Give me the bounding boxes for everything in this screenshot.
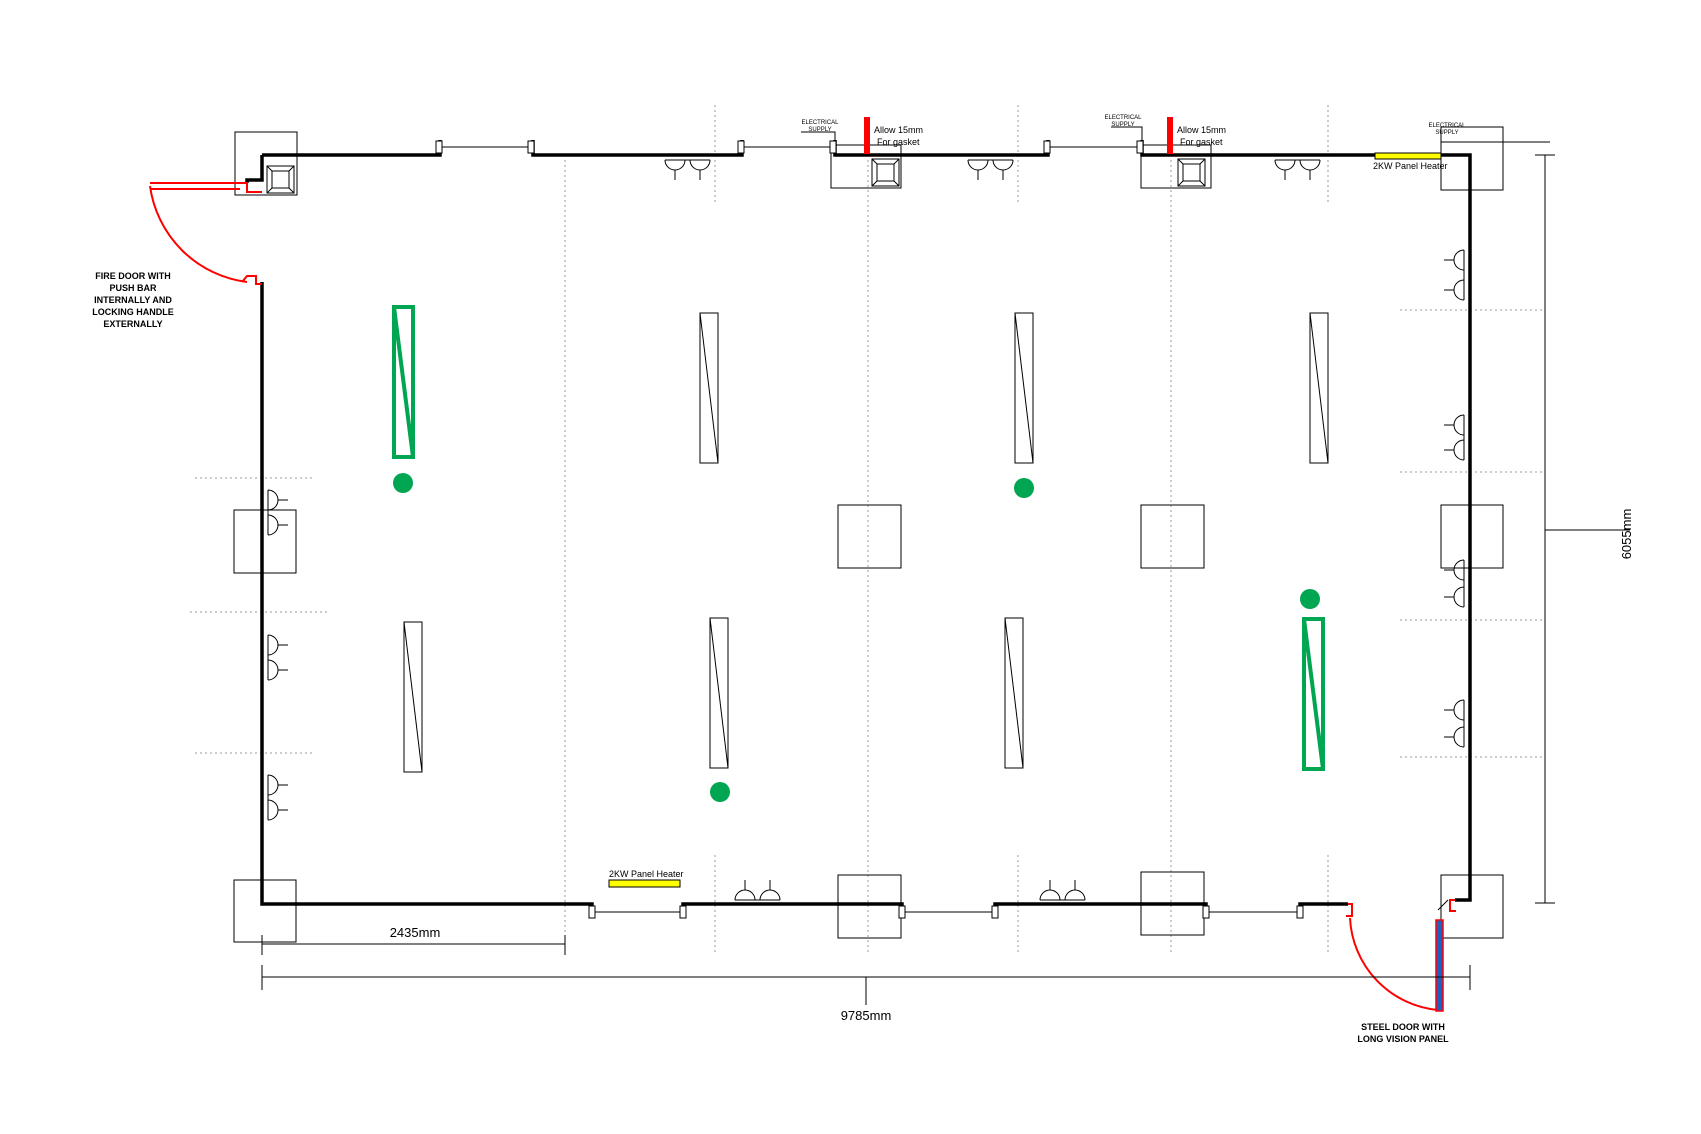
electrical-supply-label-3b: SUPPLY <box>1435 130 1458 136</box>
dimension-lines <box>261 141 1630 1005</box>
panel-heater-label-top: 2KW Panel Heater <box>1373 161 1448 171</box>
corner-posts <box>233 126 1504 943</box>
emergency-strip-light-icon <box>392 305 1325 771</box>
fire-door-label-4: LOCKING HANDLE <box>92 307 174 317</box>
electrical-supply-label-1b: SUPPLY <box>808 127 831 133</box>
gasket-marker <box>864 117 1173 154</box>
fire-door-label-3: INTERNALLY AND <box>94 295 172 305</box>
gasket-label-1a: Allow 15mm <box>874 125 923 135</box>
fire-door <box>149 182 262 285</box>
panel-heater-label-bottom: 2KW Panel Heater <box>609 869 684 879</box>
extractor-fan-icon <box>266 158 1206 194</box>
overall-depth-dimension: 6055mm <box>1619 509 1634 560</box>
module-grid <box>190 105 1545 955</box>
double-socket-icon <box>267 159 1465 901</box>
strip-light-icon <box>403 312 1329 773</box>
steel-door-label-1: STEEL DOOR WITH <box>1361 1022 1445 1032</box>
window-icon <box>435 140 1304 919</box>
module-width-dimension: 2435mm <box>390 925 441 940</box>
gasket-label-2b: For gasket <box>1180 137 1223 147</box>
gasket-label-2a: Allow 15mm <box>1177 125 1226 135</box>
outer-walls <box>245 140 1472 918</box>
panel-heater-icon <box>608 152 1442 888</box>
steel-door <box>1346 899 1456 1012</box>
electrical-supply-label-2a: ELECTRICAL <box>1104 115 1142 121</box>
gasket-label-1b: For gasket <box>877 137 920 147</box>
electrical-supply-label-1a: ELECTRICAL <box>801 120 839 126</box>
fire-door-label-5: EXTERNALLY <box>103 319 162 329</box>
fire-door-label-2: PUSH BAR <box>109 283 157 293</box>
electrical-supply-label-3a: ELECTRICAL <box>1428 123 1466 129</box>
steel-door-label-2: LONG VISION PANEL <box>1357 1034 1449 1044</box>
overall-width-dimension: 9785mm <box>841 1008 892 1023</box>
electrical-supply-leaders <box>801 126 1143 140</box>
fire-door-label-1: FIRE DOOR WITH <box>95 271 171 281</box>
electrical-supply-label-2b: SUPPLY <box>1111 122 1134 128</box>
emergency-light-icon <box>393 473 1320 802</box>
